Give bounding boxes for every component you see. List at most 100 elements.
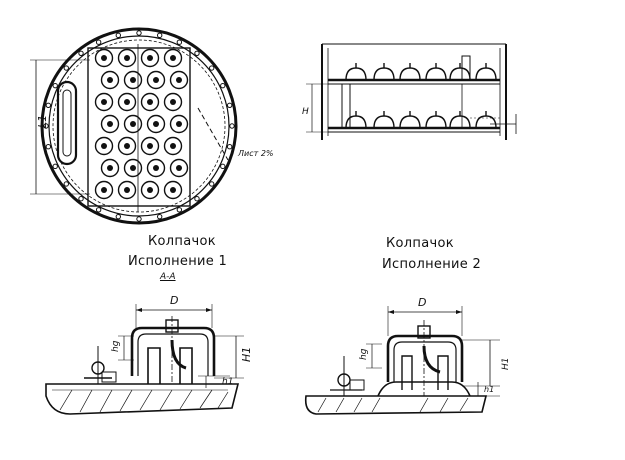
front-view-caps bbox=[345, 63, 497, 129]
bubble-cap-bolt bbox=[101, 99, 107, 105]
rim-bolts bbox=[43, 30, 235, 222]
bubble-cap-bolt bbox=[153, 165, 159, 171]
bubble-cap bbox=[169, 158, 189, 178]
front-cap bbox=[449, 67, 471, 81]
rim-bolt bbox=[43, 123, 49, 129]
bubble-cap-bolt bbox=[107, 121, 113, 127]
rim-bolt bbox=[63, 181, 69, 187]
bubble-cap-bolt bbox=[130, 121, 136, 127]
detail-note: Лист 2% bbox=[237, 149, 274, 158]
bubble-cap bbox=[140, 48, 160, 68]
cap-version-2-section bbox=[304, 306, 500, 415]
bubble-cap-bolt bbox=[147, 187, 153, 193]
rim-bolt bbox=[95, 39, 102, 45]
rim-bolt bbox=[52, 163, 58, 170]
bubble-cap bbox=[163, 92, 183, 112]
front-cap bbox=[373, 67, 395, 81]
rim-bolt bbox=[45, 143, 52, 150]
bubble-cap bbox=[146, 70, 166, 90]
front-cap bbox=[475, 115, 497, 129]
rim-bolt bbox=[226, 143, 233, 150]
bubble-cap bbox=[94, 48, 114, 68]
front-cap bbox=[399, 115, 421, 129]
rim-bolt bbox=[194, 196, 200, 202]
rim-bolt bbox=[220, 82, 226, 89]
dim-h1-right: H1 bbox=[501, 358, 511, 371]
bubble-cap-bolt bbox=[130, 77, 136, 83]
rim-bolt bbox=[220, 163, 226, 170]
bubble-cap-bolt bbox=[101, 143, 107, 149]
front-cap bbox=[345, 67, 367, 81]
tray-plan-view bbox=[30, 27, 238, 225]
bubble-cap bbox=[117, 180, 137, 200]
dim-d-left: D bbox=[170, 294, 178, 307]
bubble-cap bbox=[123, 158, 143, 178]
bubble-cap bbox=[169, 70, 189, 90]
front-cap bbox=[399, 67, 421, 81]
bubble-cap bbox=[94, 92, 114, 112]
bubble-cap bbox=[140, 92, 160, 112]
bubble-cap bbox=[140, 136, 160, 156]
bubble-cap bbox=[163, 48, 183, 68]
column-front-view bbox=[306, 43, 517, 140]
dim-top-view-label: L1 bbox=[36, 115, 49, 128]
bubble-cap-bolt bbox=[170, 99, 176, 105]
rim-bolt bbox=[78, 50, 84, 56]
rim-bolt bbox=[78, 196, 84, 202]
dim-d-right: D bbox=[418, 296, 426, 309]
rim-bolt bbox=[136, 30, 142, 36]
dim-hg-right: hg bbox=[359, 348, 369, 360]
bubble-cap-bolt bbox=[170, 187, 176, 193]
bubble-cap-bolt bbox=[124, 99, 130, 105]
bubble-cap bbox=[94, 180, 114, 200]
right-caption-title: Колпачок bbox=[386, 236, 454, 251]
front-cap bbox=[449, 115, 471, 129]
bubble-cap bbox=[123, 70, 143, 90]
rim-bolt bbox=[156, 213, 163, 220]
bubble-cap-bolt bbox=[147, 99, 153, 105]
bubble-cap bbox=[100, 158, 120, 178]
bubble-cap bbox=[117, 48, 137, 68]
bubble-cap bbox=[146, 158, 166, 178]
front-cap bbox=[425, 115, 447, 129]
bubble-cap-bolt bbox=[176, 121, 182, 127]
bubble-cap bbox=[100, 70, 120, 90]
bubble-cap-bolt bbox=[124, 55, 130, 61]
bubble-cap-bolt bbox=[101, 187, 107, 193]
rim-bolt bbox=[209, 65, 215, 71]
bubble-cap bbox=[169, 114, 189, 134]
bubble-cap-bolt bbox=[124, 187, 130, 193]
bubble-cap bbox=[117, 92, 137, 112]
left-caption-variant: Исполнение 1 bbox=[128, 254, 228, 269]
rim-bolt bbox=[194, 50, 200, 56]
rim-bolt bbox=[45, 102, 52, 109]
bubble-cap bbox=[146, 114, 166, 134]
bubble-cap bbox=[163, 180, 183, 200]
left-caption-title: Колпачок bbox=[148, 234, 216, 249]
rim-bolt bbox=[156, 32, 163, 39]
bubble-cap-bolt bbox=[176, 77, 182, 83]
cap-version-1-section bbox=[45, 304, 244, 415]
bubble-cap bbox=[100, 114, 120, 134]
rim-bolt bbox=[176, 39, 183, 45]
rim-bolt bbox=[115, 32, 122, 39]
dim-front-view-label: H bbox=[302, 107, 309, 117]
bubble-cap-bolt bbox=[153, 77, 159, 83]
bubble-cap-bolt bbox=[147, 55, 153, 61]
rim-bolt bbox=[229, 123, 235, 129]
bubble-cap bbox=[94, 136, 114, 156]
bubble-cap bbox=[140, 180, 160, 200]
rim-bolt bbox=[63, 65, 69, 71]
dim-h1-left: H1 bbox=[240, 347, 253, 362]
front-cap bbox=[373, 115, 395, 129]
dim-small-h1-left: h1 bbox=[222, 377, 233, 387]
bubble-cap bbox=[117, 136, 137, 156]
bubble-cap-grid bbox=[94, 48, 189, 200]
dim-small-h1-right: h1 bbox=[484, 385, 494, 394]
bubble-cap-bolt bbox=[170, 143, 176, 149]
rim-bolt bbox=[176, 207, 183, 213]
section-label: А-А bbox=[160, 272, 176, 282]
rim-bolt bbox=[226, 102, 233, 109]
bubble-cap-bolt bbox=[130, 165, 136, 171]
